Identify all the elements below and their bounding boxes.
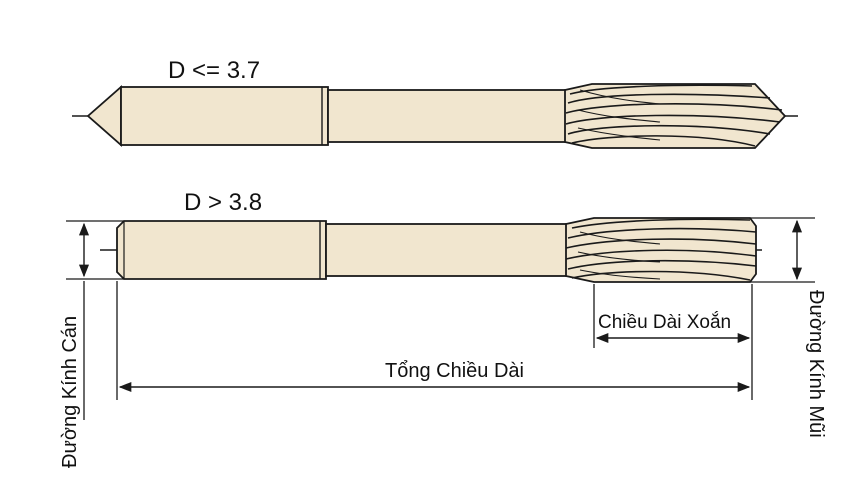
overall-length-dimension [116,281,751,400]
bottom-shank [116,220,327,280]
top-reamer [72,83,800,149]
shank-diameter-dimension [66,220,124,420]
bottom-reamer [100,217,770,283]
bottom-spiral-flutes [565,218,757,281]
tip-diameter-dimension [750,217,815,283]
shank-diameter-label: Đường Kính Cán [59,316,81,468]
flute-length-dimension [593,284,753,400]
bottom-body [325,223,597,277]
flute-length-label: Chiều Dài Xoắn [598,311,731,333]
top-pointed-end [86,85,122,147]
top-spiral-flutes [565,84,783,147]
overall-length-label: Tổng Chiều Dài [385,360,524,382]
bottom-condition-label: D > 3.8 [184,189,262,216]
top-condition-label: D <= 3.7 [168,57,260,84]
top-shank [120,86,329,146]
top-body [327,89,594,143]
tip-diameter-label: Đường Kính Mũi [805,290,827,438]
